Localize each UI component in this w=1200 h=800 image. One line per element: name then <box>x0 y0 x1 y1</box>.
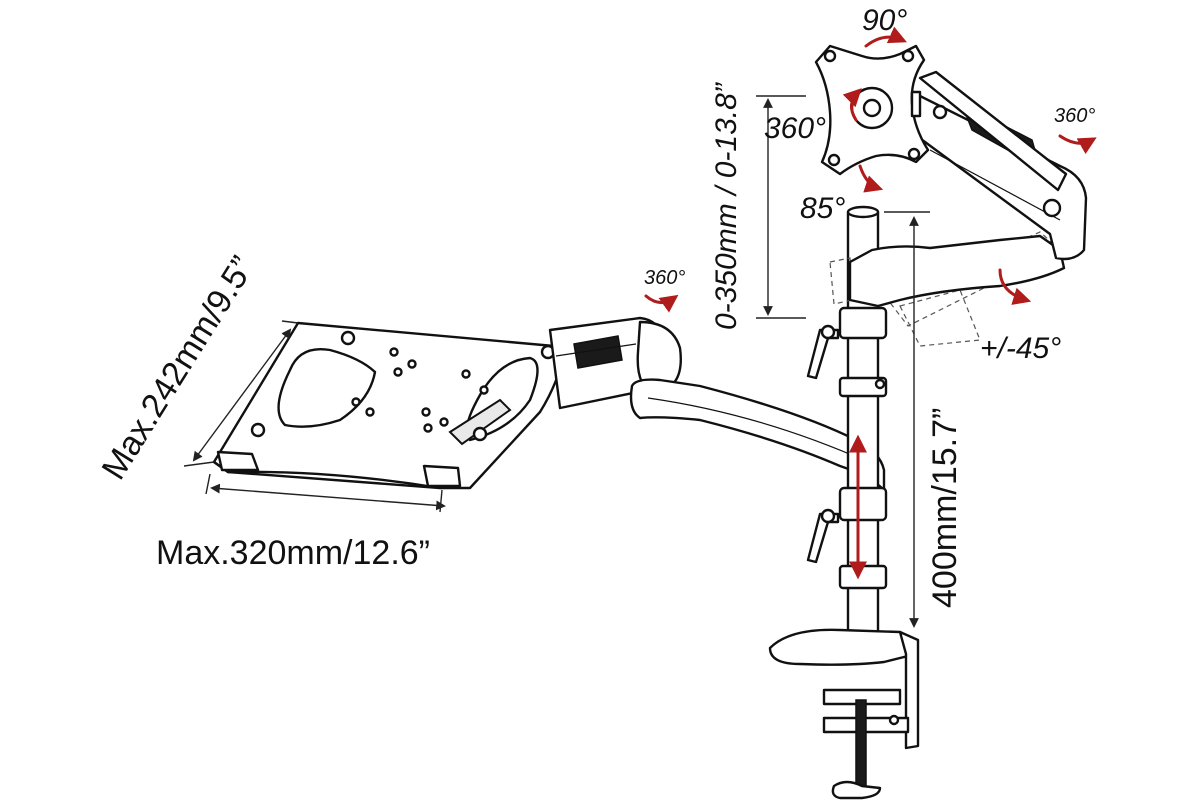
height-adjust-label: 0-350mm / 0-13.8” <box>710 81 743 330</box>
upper-arm <box>829 70 1088 347</box>
tilt-down-label: 85° <box>800 192 845 225</box>
swivel-tray-label: 360° <box>644 267 685 289</box>
tray-width-label: Max.320mm/12.6” <box>156 534 430 572</box>
rotate-plate-label: 360° <box>764 112 826 145</box>
tilt-up-label: 90° <box>862 4 907 37</box>
swivel-arm-label: 360° <box>1054 105 1095 127</box>
rotation-arrows <box>644 26 1097 580</box>
vesa-plate <box>814 44 930 176</box>
dimension-lines <box>183 95 930 628</box>
desk-clamp <box>768 628 920 800</box>
lower-arm <box>548 316 886 492</box>
pole-height-label: 400mm/15.7” <box>926 408 964 608</box>
laptop-tray <box>212 321 567 490</box>
swing-label: +/-45° <box>980 332 1061 365</box>
